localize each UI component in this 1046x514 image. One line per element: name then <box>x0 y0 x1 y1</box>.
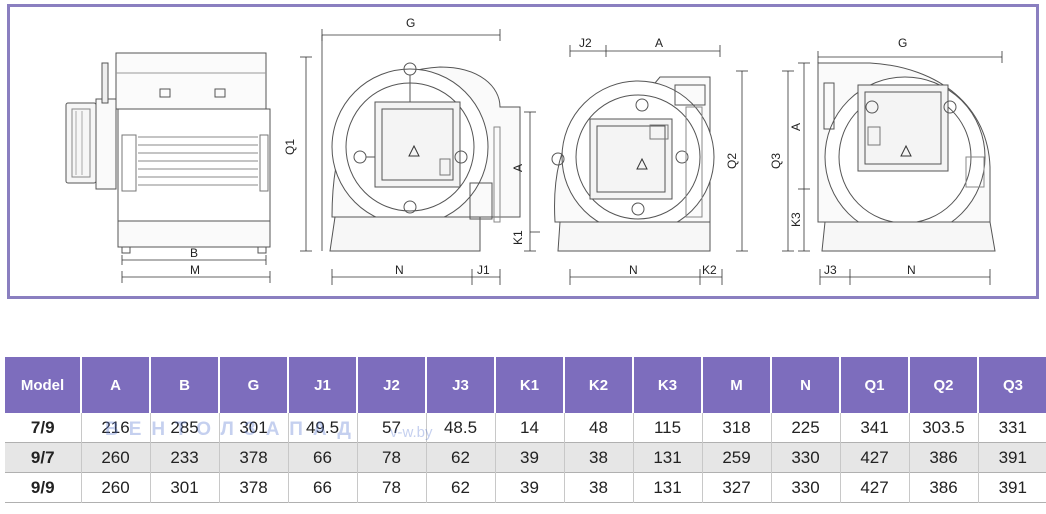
column-header: M <box>701 357 771 413</box>
dim-label-a-1: A <box>511 164 525 172</box>
table-cell: 391 <box>977 472 1046 503</box>
fan-side-view <box>65 52 271 254</box>
table-cell: 233 <box>149 442 219 473</box>
table-cell: 49.5 <box>287 413 357 443</box>
dim-label-q1: Q1 <box>283 139 297 155</box>
dim-label-k2: K2 <box>702 263 717 277</box>
table-cell: 331 <box>977 413 1046 443</box>
dim-label-a-2: A <box>655 36 663 50</box>
table-cell: 39 <box>494 472 564 503</box>
table-cell: 330 <box>770 472 840 503</box>
table-cell: 38 <box>563 472 633 503</box>
table-cell: 39 <box>494 442 564 473</box>
table-cell: 48 <box>563 413 633 443</box>
dimension-lines-view-1 <box>121 255 271 283</box>
table-cell: 303.5 <box>908 413 978 443</box>
dim-label-j1: J1 <box>477 263 490 277</box>
table-cell: 386 <box>908 472 978 503</box>
table-cell: 131 <box>632 472 702 503</box>
column-header: J2 <box>356 357 426 413</box>
table-cell: 330 <box>770 442 840 473</box>
table-cell: 427 <box>839 472 909 503</box>
fan-drawings: B M G Q1 A K1 N J1 J2 A Q2 N K2 G A Q3 K… <box>65 16 1003 285</box>
dim-label-k1: K1 <box>511 230 525 245</box>
dim-label-n-2: N <box>629 263 638 277</box>
table-cell: 78 <box>356 442 426 473</box>
table-cell: 66 <box>287 442 357 473</box>
column-header: G <box>218 357 288 413</box>
column-header: A <box>80 357 150 413</box>
column-header: K2 <box>563 357 633 413</box>
table-cell: 62 <box>425 442 495 473</box>
table-cell: 301 <box>218 413 288 443</box>
dim-label-k3: K3 <box>789 212 803 227</box>
column-header: Q2 <box>908 357 978 413</box>
table-cell: 259 <box>701 442 771 473</box>
column-header: K3 <box>632 357 702 413</box>
table-cell: 427 <box>839 442 909 473</box>
table-cell: 285 <box>149 413 219 443</box>
model-cell: 7/9 <box>30 417 55 437</box>
table-cell: 327 <box>701 472 771 503</box>
fan-front-view-1 <box>329 62 521 252</box>
dimension-lines-view-2 <box>300 29 540 285</box>
dim-label-n-1: N <box>395 263 404 277</box>
table-cell: 38 <box>563 442 633 473</box>
column-header: J3 <box>425 357 495 413</box>
dim-label-g-1: G <box>406 16 415 30</box>
table-cell: 131 <box>632 442 702 473</box>
table-cell: 57 <box>356 413 426 443</box>
dim-label-j2: J2 <box>579 36 592 50</box>
table-cell: 48.5 <box>425 413 495 443</box>
table-cell: 260 <box>80 442 150 473</box>
table-cell: 378 <box>218 442 288 473</box>
table-cell: 301 <box>149 472 219 503</box>
model-cell: 9/7 <box>5 442 81 473</box>
column-header: J1 <box>287 357 357 413</box>
dimension-lines-view-3 <box>569 45 748 285</box>
table-cell: 318 <box>701 413 771 443</box>
table-cell: 62 <box>425 472 495 503</box>
table-cell: 386 <box>908 442 978 473</box>
column-header: B <box>149 357 219 413</box>
table-cell: 260 <box>80 472 150 503</box>
table-cell: 391 <box>977 442 1046 473</box>
table-cell: 66 <box>287 472 357 503</box>
column-header: Model <box>5 357 81 413</box>
dim-label-m: M <box>190 263 200 277</box>
table-cell: 341 <box>839 413 909 443</box>
dimension-lines-view-4 <box>782 51 1003 285</box>
column-header: K1 <box>494 357 564 413</box>
dim-label-n-3: N <box>907 263 916 277</box>
table-cell: 14 <box>494 413 564 443</box>
dim-label-g-2: G <box>898 36 907 50</box>
table-cell: 216 <box>80 413 150 443</box>
dim-label-q2: Q2 <box>725 153 739 169</box>
column-header: N <box>770 357 840 413</box>
table-cell: 115 <box>632 413 702 443</box>
dim-label-a-3: A <box>789 123 803 131</box>
column-header: Q3 <box>977 357 1046 413</box>
table-cell: 378 <box>218 472 288 503</box>
model-cell: 9/9 <box>30 477 55 497</box>
dim-label-b: B <box>190 246 198 260</box>
fan-front-view-2 <box>551 76 715 252</box>
technical-drawing: B M G Q1 A K1 N J1 J2 A Q2 N K2 G A Q3 K… <box>7 4 1039 299</box>
fan-front-view-3 <box>817 62 996 252</box>
column-header: Q1 <box>839 357 909 413</box>
table-cell: 78 <box>356 472 426 503</box>
dim-label-j3: J3 <box>824 263 837 277</box>
dim-label-q3: Q3 <box>769 153 783 169</box>
table-cell: 225 <box>770 413 840 443</box>
